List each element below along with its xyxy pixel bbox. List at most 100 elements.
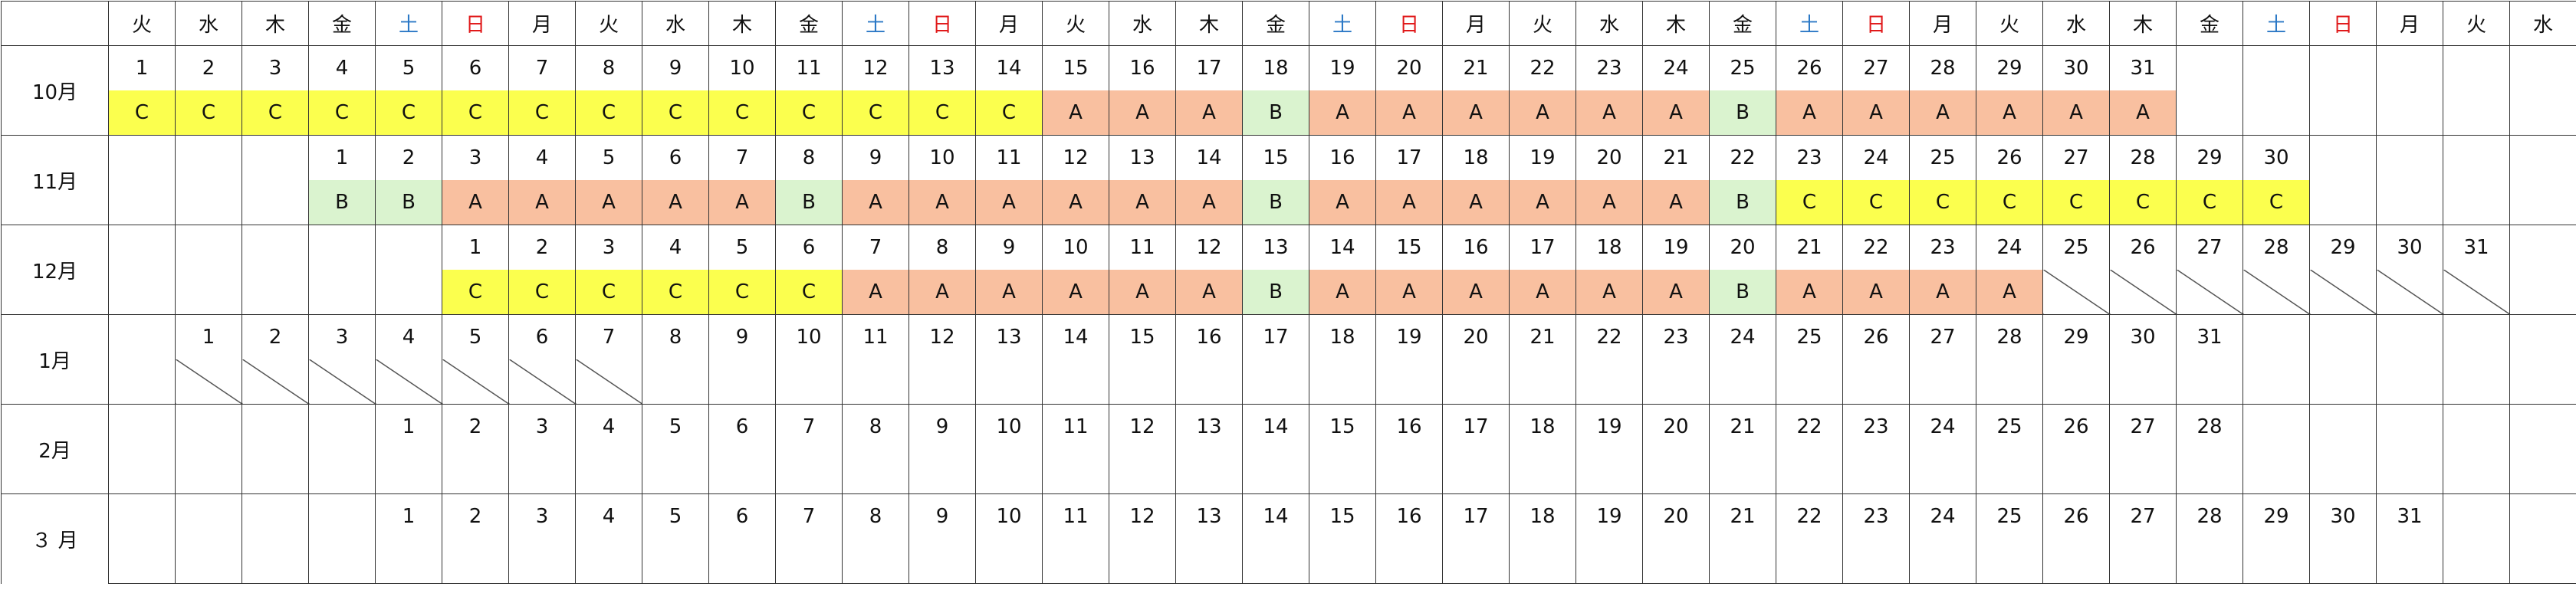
shift-code-cell [909, 539, 976, 584]
shift-code-cell: C [709, 90, 776, 136]
shift-code-cell: A [2110, 90, 2177, 136]
shift-code-cell [1243, 539, 1309, 584]
day-number: 12 [909, 315, 976, 360]
empty-cell [2310, 405, 2377, 450]
day-number: 7 [576, 315, 642, 360]
shift-code-cell: A [642, 180, 709, 225]
shift-code-cell: C [509, 90, 576, 136]
day-number: 31 [2443, 225, 2510, 270]
empty-cell [2377, 315, 2443, 360]
shift-code-cell: A [843, 180, 909, 225]
weekday-header-cell: 月 [976, 2, 1043, 46]
month-label: 1月 [2, 315, 109, 405]
shift-code-cell: A [576, 180, 642, 225]
day-number: 4 [309, 46, 376, 91]
shift-code-cell [2110, 449, 2177, 494]
empty-cell [309, 405, 376, 450]
hatched-cell [576, 359, 642, 405]
empty-cell [2443, 405, 2510, 450]
empty-cell [2510, 405, 2576, 450]
day-number: 25 [1910, 136, 1976, 181]
weekday-header-cell: 土 [843, 2, 909, 46]
day-number: 18 [1243, 46, 1309, 91]
day-number: 14 [1176, 136, 1243, 181]
day-number: 30 [2243, 136, 2310, 181]
month-label: 12月 [2, 225, 109, 315]
day-number: 8 [776, 136, 843, 181]
day-number: 26 [2043, 405, 2110, 450]
empty-cell [2510, 90, 2576, 136]
shift-code-cell: A [843, 270, 909, 315]
empty-cell [2443, 539, 2510, 584]
day-number: 21 [1510, 315, 1576, 360]
empty-cell [176, 270, 242, 315]
day-number: 3 [576, 225, 642, 270]
day-number: 29 [1976, 46, 2043, 91]
empty-cell [2377, 449, 2443, 494]
shift-code-cell: C [1843, 180, 1910, 225]
day-number: 24 [1843, 136, 1910, 181]
shift-code-cell [642, 449, 709, 494]
day-number: 19 [1510, 136, 1576, 181]
shift-code-cell [1843, 539, 1910, 584]
day-number: 5 [709, 225, 776, 270]
empty-cell [2243, 405, 2310, 450]
shift-code-cell [1109, 359, 1176, 405]
day-number: 22 [1776, 494, 1843, 539]
shift-code-cell: A [1109, 90, 1176, 136]
shift-code-cell: C [1910, 180, 1976, 225]
shift-code-cell [909, 449, 976, 494]
day-number: 4 [576, 405, 642, 450]
empty-cell [2377, 46, 2443, 91]
shift-code-cell: C [2243, 180, 2310, 225]
shift-code-cell: A [1443, 90, 1510, 136]
shift-code-cell: A [1176, 180, 1243, 225]
day-number: 20 [1643, 494, 1710, 539]
shift-code-cell: A [1109, 270, 1176, 315]
empty-cell [2510, 539, 2576, 584]
day-number: 14 [976, 46, 1043, 91]
empty-cell [109, 225, 176, 270]
day-number: 18 [1309, 315, 1376, 360]
shift-code-cell: C [2177, 180, 2243, 225]
empty-cell [2310, 90, 2377, 136]
empty-cell [2510, 449, 2576, 494]
shift-code-cell: A [1309, 90, 1376, 136]
day-number: 12 [1176, 225, 1243, 270]
weekday-header-cell: 日 [1376, 2, 1443, 46]
day-number: 25 [1710, 46, 1776, 91]
weekday-header-cell: 水 [1576, 2, 1643, 46]
day-number: 3 [242, 46, 309, 91]
shift-code-cell: B [1243, 270, 1309, 315]
weekday-header-cell: 水 [642, 2, 709, 46]
empty-cell [2510, 315, 2576, 360]
day-number: 6 [709, 494, 776, 539]
day-number: 27 [2043, 136, 2110, 181]
shift-code-cell: B [1243, 90, 1309, 136]
shift-code-cell: A [1443, 180, 1510, 225]
day-number: 7 [776, 405, 843, 450]
day-number: 25 [2043, 225, 2110, 270]
shift-code-cell [1309, 449, 1376, 494]
day-number: 26 [1776, 46, 1843, 91]
weekday-header-cell: 火 [576, 2, 642, 46]
day-number: 14 [1243, 494, 1309, 539]
day-number: 4 [376, 315, 442, 360]
empty-cell [109, 180, 176, 225]
day-number: 7 [776, 494, 843, 539]
day-number: 15 [1309, 494, 1376, 539]
day-number: 20 [1643, 405, 1710, 450]
day-number: 12 [1109, 405, 1176, 450]
shift-code-cell [1376, 359, 1443, 405]
day-number: 29 [2310, 225, 2377, 270]
shift-code-cell: C [442, 90, 509, 136]
empty-cell [2243, 359, 2310, 405]
shift-code-cell: B [1710, 90, 1776, 136]
month-code-row [2, 539, 2576, 584]
shift-code-cell [2043, 359, 2110, 405]
day-number: 8 [843, 494, 909, 539]
shift-code-cell: A [1910, 90, 1976, 136]
shift-code-cell [909, 359, 976, 405]
empty-cell [2510, 359, 2576, 405]
